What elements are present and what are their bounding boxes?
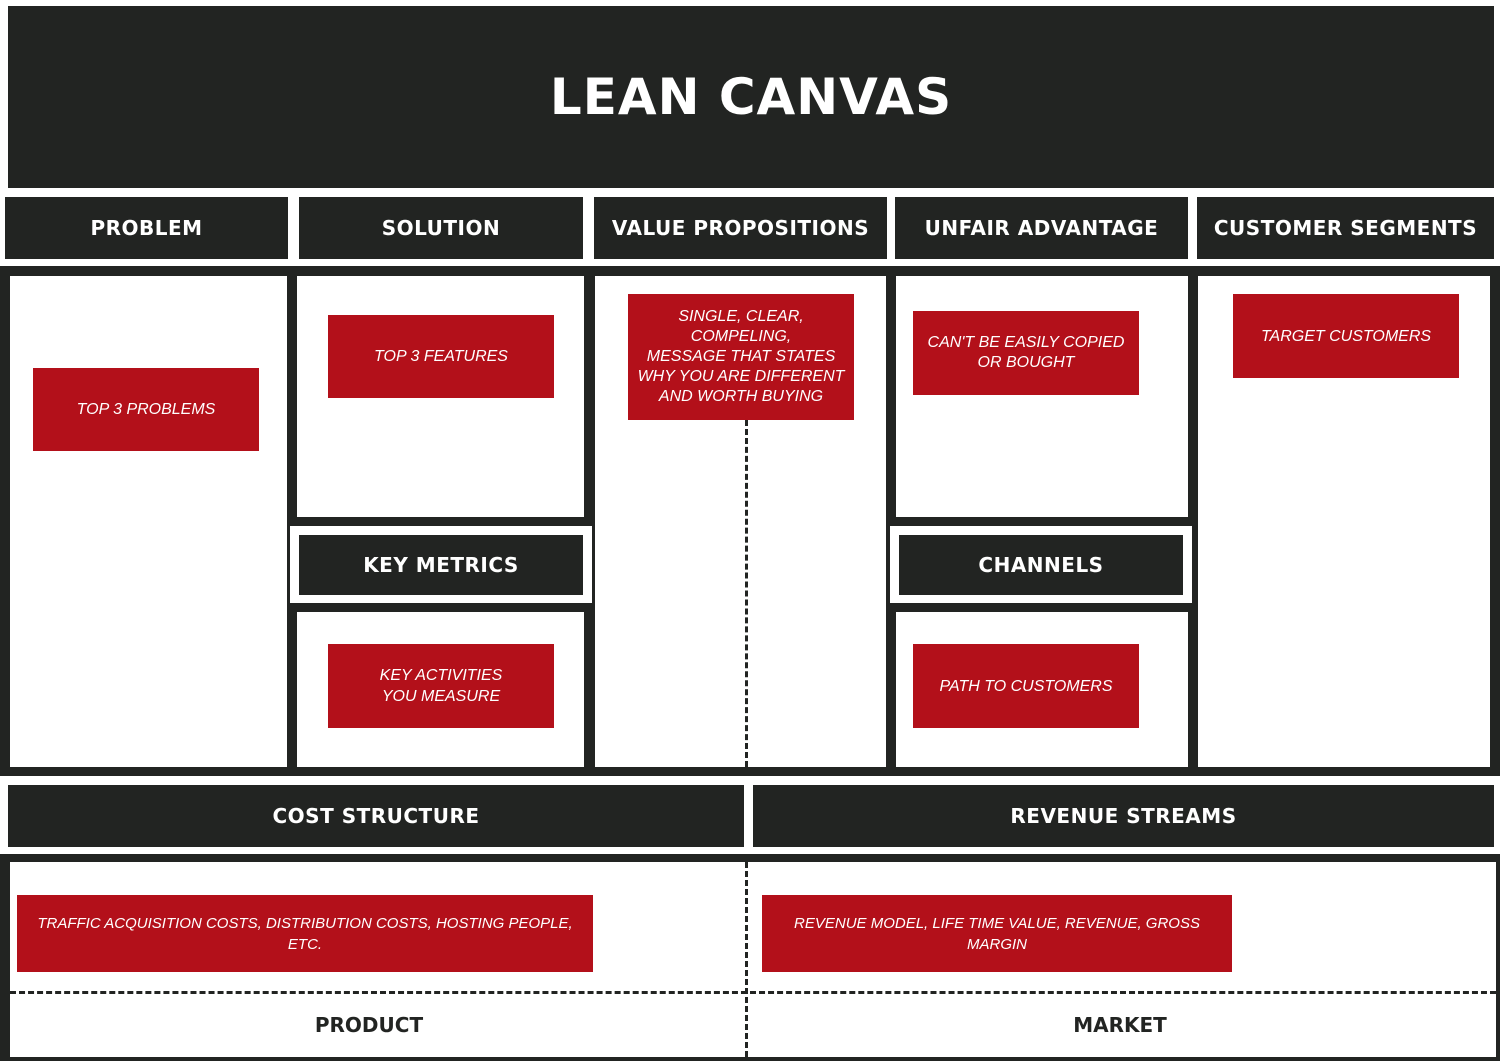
note-target-customers: TARGET CUSTOMERS — [1233, 294, 1459, 378]
header-solution: SOLUTION — [299, 197, 583, 259]
footer-market: MARKET — [1073, 1013, 1167, 1037]
header-channels: CHANNELS — [899, 535, 1183, 595]
header-unfair-advantage: UNFAIR ADVANTAGE — [895, 197, 1188, 259]
header-problem: PROBLEM — [5, 197, 288, 259]
note-key-activities: KEY ACTIVITIES YOU MEASURE — [328, 644, 554, 728]
header-cost-structure: COST STRUCTURE — [8, 785, 744, 847]
bottom-horizontal-divider — [10, 991, 1496, 994]
note-value-line-2: MESSAGE THAT STATES — [646, 348, 836, 365]
note-top-3-problems: TOP 3 PROBLEMS — [33, 368, 259, 451]
note-top-3-features: TOP 3 FEATURES — [328, 315, 554, 398]
note-value-message: SINGLE, CLEAR, COMPELING, MESSAGE THAT S… — [628, 294, 854, 420]
page-title: LEAN CANVAS — [8, 6, 1494, 188]
note-unfair-line-1: CAN'T BE EASILY COPIED — [927, 334, 1125, 351]
note-key-metrics-line-1: KEY ACTIVITIES — [379, 667, 503, 684]
header-customer-segments: CUSTOMER SEGMENTS — [1197, 197, 1494, 259]
header-revenue-streams: REVENUE STREAMS — [753, 785, 1494, 847]
note-path-to-customers: PATH TO CUSTOMERS — [913, 644, 1139, 728]
header-key-metrics: KEY METRICS — [299, 535, 583, 595]
note-value-line-4: AND WORTH BUYING — [658, 388, 824, 405]
header-value-propositions: VALUE PROPOSITIONS — [594, 197, 887, 259]
note-cant-be-copied: CAN'T BE EASILY COPIED OR BOUGHT — [913, 311, 1139, 395]
problem-cell — [10, 276, 287, 767]
note-unfair-line-2: OR BOUGHT — [977, 354, 1075, 371]
note-key-metrics-line-2: YOU MEASURE — [381, 688, 501, 705]
bottom-vertical-divider — [745, 862, 748, 1057]
note-revenue-streams: REVENUE MODEL, LIFE TIME VALUE, REVENUE,… — [762, 895, 1232, 972]
footer-product: PRODUCT — [314, 1013, 424, 1037]
note-value-line-1: SINGLE, CLEAR, COMPELING, — [678, 308, 804, 345]
value-propositions-divider — [745, 420, 748, 767]
note-cost-structure: TRAFFIC ACQUISITION COSTS, DISTRIBUTION … — [17, 895, 593, 972]
note-value-line-3: WHY YOU ARE DIFFERENT — [637, 368, 845, 385]
